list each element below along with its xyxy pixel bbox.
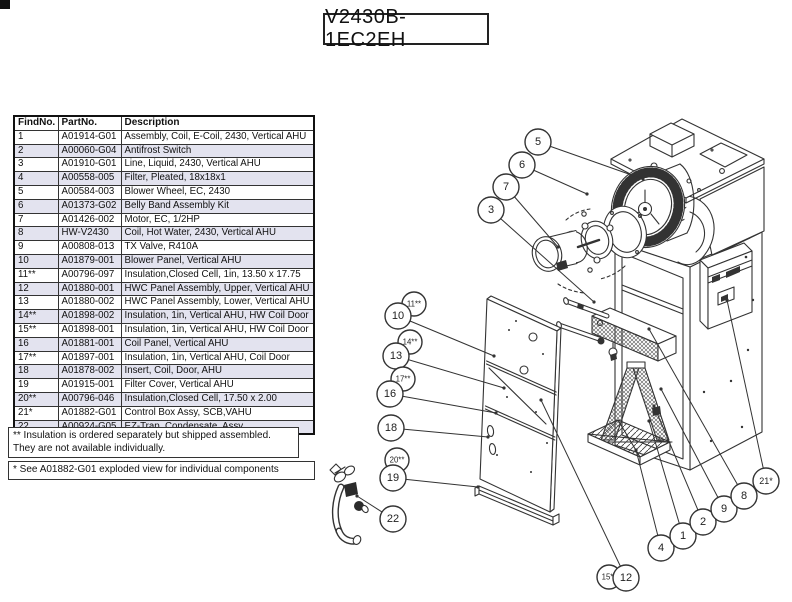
svg-text:1: 1 — [680, 530, 686, 542]
table-cell: HW-V2430 — [57, 226, 122, 242]
door-panel-drawing — [479, 295, 562, 513]
svg-text:9: 9 — [721, 503, 727, 515]
note-line: * See A01882-G01 exploded view for indiv… — [13, 464, 279, 475]
svg-text:12: 12 — [620, 572, 632, 584]
svg-text:21*: 21* — [759, 476, 773, 486]
hot-water-coil-drawing — [591, 307, 677, 362]
callout-21star: 21* — [752, 467, 780, 495]
callout-12: 12 — [612, 564, 640, 592]
svg-text:17**: 17** — [396, 375, 411, 384]
table-cell: A01879-001 — [57, 253, 122, 269]
svg-text:5: 5 — [535, 136, 541, 148]
table-cell: Insert, Coil, Door, AHU — [120, 364, 315, 380]
callout-6: 6 — [508, 151, 536, 179]
blower-housing-drawing — [677, 166, 765, 266]
note-line: They are not available individually. — [13, 442, 166, 454]
svg-text:15**: 15** — [602, 573, 617, 582]
table-cell: HWC Panel Assembly, Upper, Vertical AHU — [120, 281, 315, 297]
table-cell: 16 — [13, 336, 59, 352]
svg-text:13: 13 — [390, 350, 402, 362]
callout-19: 19 — [379, 464, 407, 492]
callout-leader-lines — [355, 141, 767, 579]
svg-text:20**: 20** — [390, 456, 405, 465]
svg-text:6: 6 — [519, 159, 525, 171]
callout-circles: 567311**1014**1317**161820**192215**1241… — [376, 128, 780, 592]
callout-5: 5 — [524, 128, 552, 156]
model-title-box: V2430B-1EC2EH — [323, 6, 489, 51]
col-header-description: Description — [120, 115, 315, 131]
svg-text:7: 7 — [503, 181, 509, 193]
table-cell: 6 — [13, 198, 59, 214]
table-cell: Filter, Pleated, 18x18x1 — [120, 171, 315, 186]
callout-18: 18 — [377, 414, 405, 442]
table-cell: 18 — [13, 364, 59, 380]
callout-3: 3 — [477, 196, 505, 224]
svg-text:11**: 11** — [407, 300, 421, 309]
callout-13: 13 — [382, 342, 410, 370]
svg-text:16: 16 — [384, 388, 396, 400]
svg-text:18: 18 — [385, 422, 397, 434]
filter-cover-drawing — [474, 485, 560, 526]
svg-text:3: 3 — [488, 204, 494, 216]
cabinet-interior-drawing — [556, 242, 753, 466]
svg-text:14**: 14** — [403, 338, 418, 347]
callout-9: 9 — [710, 495, 738, 523]
e-coil-drawing — [597, 361, 673, 443]
svg-text:22: 22 — [387, 513, 399, 525]
svg-text:19: 19 — [387, 472, 399, 484]
svg-text:8: 8 — [741, 490, 747, 502]
insulation-note-box: ** Insulation is ordered separately but … — [8, 427, 299, 458]
table-cell: A00060-G04 — [57, 143, 122, 159]
callout-10: 10 — [384, 302, 412, 330]
callout-2: 2 — [689, 508, 717, 536]
control-box-note-box: * See A01882-G01 exploded view for indiv… — [8, 461, 315, 480]
table-header-row: FindNo. PartNo. Description — [13, 115, 315, 131]
callout-8: 8 — [730, 482, 758, 510]
callout-7: 7 — [492, 173, 520, 201]
svg-text:10: 10 — [392, 310, 404, 322]
condensate-trap-drawing — [329, 463, 369, 545]
table-cell: A01880-001 — [57, 281, 122, 297]
control-box-drawing — [699, 242, 753, 330]
callout-22: 22 — [379, 505, 407, 533]
callout-1: 1 — [669, 522, 697, 550]
note-line: ** Insulation is ordered separately but … — [13, 430, 271, 441]
svg-text:4: 4 — [658, 542, 664, 554]
motor-assembly-drawing — [531, 205, 647, 294]
scan-corner-artifact — [0, 0, 10, 9]
liquid-line-drawing — [556, 297, 618, 361]
table-cell: Coil, Hot Water, 2430, Vertical AHU — [120, 226, 315, 242]
page-title: V2430B-1EC2EH — [325, 6, 407, 51]
table-cell: A01878-002 — [57, 364, 122, 380]
callout-4: 4 — [647, 534, 675, 562]
callout-16: 16 — [376, 380, 404, 408]
svg-text:2: 2 — [700, 516, 706, 528]
table-cell: 14** — [13, 309, 59, 324]
table-cell: A00796-046 — [57, 391, 122, 407]
